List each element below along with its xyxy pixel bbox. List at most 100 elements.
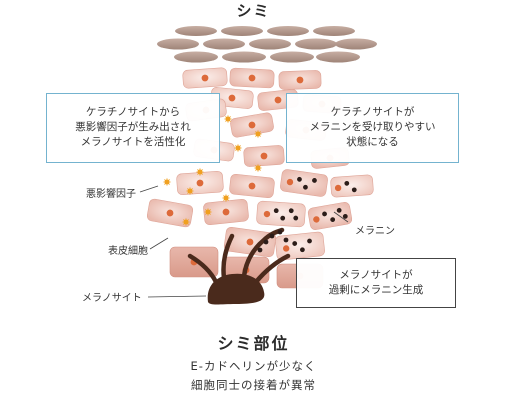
- caption-line-1: E-カドヘリンが少なく: [190, 359, 317, 373]
- flat-cell: [175, 26, 217, 36]
- harmful-factor-icon: [195, 167, 205, 177]
- epidermal-cell: [229, 173, 275, 199]
- epidermal-cell: [330, 174, 374, 198]
- callout-line: 過剰にメラニン生成: [328, 284, 424, 296]
- melanin-granule: [322, 211, 327, 217]
- epidermal-cell: [223, 226, 277, 258]
- melanin-granule: [257, 247, 263, 253]
- harmful-factor-icon: [162, 177, 172, 187]
- flat-cell: [222, 51, 266, 63]
- callout-melanin-overproduction: メラノサイトが 過剰にメラニン生成: [296, 258, 456, 308]
- cell-nucleus: [246, 238, 254, 246]
- leader-line: [147, 295, 207, 298]
- harmful-factor-icon: [223, 114, 233, 124]
- flat-cell: [249, 38, 291, 50]
- harmful-factor-icon: [221, 193, 231, 203]
- melanin-granule: [297, 176, 302, 182]
- melanin-granule: [342, 213, 348, 219]
- cell-nucleus: [248, 121, 256, 129]
- callout-line: ケラチノサイトが: [330, 106, 415, 118]
- epidermal-cell: [278, 70, 322, 90]
- cell-body: [280, 169, 328, 197]
- epidermal-cell: [275, 231, 325, 261]
- cell-nucleus: [166, 209, 174, 217]
- callout-keratinocyte-activation: ケラチノサイトから 悪影響因子が生み出され メラノサイトを活性化: [46, 93, 220, 163]
- cell-nucleus: [282, 245, 290, 252]
- label-epidermal-cell: 表皮細胞: [108, 246, 148, 257]
- epidermal-cell: [307, 202, 353, 230]
- melanin-granule: [344, 180, 350, 186]
- harmful-factor-icon: [253, 129, 263, 139]
- flat-cell: [270, 51, 314, 63]
- flat-cell: [295, 38, 337, 50]
- harmful-factor-icon: [181, 217, 191, 227]
- harmful-factor-icon: [185, 186, 195, 196]
- flat-cell: [174, 51, 218, 63]
- epidermal-cell: [230, 112, 274, 138]
- melanocyte-dendrite: [221, 233, 235, 281]
- harmful-factor-icon: [233, 143, 243, 153]
- melanin-granule: [312, 178, 317, 183]
- label-melanin: メラニン: [355, 226, 395, 237]
- flat-cell: [335, 38, 377, 50]
- melanin-granule: [269, 233, 275, 239]
- epidermal-cell: [280, 169, 328, 197]
- diagram-title: シミ: [236, 2, 271, 20]
- flat-cell: [221, 26, 263, 36]
- melanocyte-dendrite: [253, 253, 291, 285]
- melanocyte-dendrite: [241, 227, 285, 279]
- melanin-granule: [273, 208, 279, 214]
- caption-line-2: 細胞同士の接着が異常: [191, 378, 316, 392]
- melanin-granule: [303, 184, 308, 190]
- flat-cell: [267, 26, 309, 36]
- cell-nucleus: [274, 96, 282, 104]
- cell-nucleus: [334, 184, 342, 192]
- cell-nucleus: [248, 182, 256, 190]
- melanin-granule: [263, 239, 269, 245]
- melanin-granule: [336, 207, 342, 213]
- melanocyte-layer: [187, 227, 291, 305]
- cell-body: [275, 231, 325, 261]
- label-melanocyte: メラノサイト: [82, 293, 142, 304]
- cell-nucleus: [313, 216, 320, 223]
- melanin-granule: [277, 229, 283, 235]
- callout-line: ケラチノサイトから: [85, 106, 181, 118]
- cell-nucleus: [222, 208, 230, 216]
- flat-cell: [316, 51, 360, 63]
- callout-line: 悪影響因子が生み出され: [75, 121, 191, 133]
- melanin-granule: [300, 247, 305, 253]
- cell-body: [330, 174, 374, 198]
- cell-nucleus: [201, 74, 209, 82]
- cell-nucleus: [263, 210, 271, 218]
- epidermal-cell: [203, 198, 249, 226]
- flat-cell: [313, 26, 355, 36]
- melanocyte-body: [207, 273, 265, 305]
- stratum-corneum-layer: [157, 26, 377, 63]
- label-harmful-factor: 悪影響因子: [86, 189, 136, 200]
- leader-line: [333, 211, 349, 223]
- callout-line: メラノサイトを活性化: [80, 136, 186, 148]
- cell-nucleus: [286, 178, 294, 186]
- melanin-granule: [292, 241, 298, 246]
- callout-line: 状態になる: [346, 136, 399, 148]
- cell-body: [256, 200, 306, 228]
- epidermal-cell: [182, 67, 228, 89]
- melanin-granule: [307, 238, 312, 244]
- melanin-granule: [288, 208, 294, 214]
- callout-melanin-receptive: ケラチノサイトが メラニンを受け取りやすい 状態になる: [286, 93, 459, 163]
- callout-line: メラニンを受け取りやすい: [309, 121, 436, 133]
- epidermal-cell: [243, 145, 285, 167]
- leader-line: [139, 185, 159, 193]
- epidermal-cell: [229, 67, 275, 89]
- melanin-granule: [351, 187, 357, 193]
- cell-nucleus: [260, 152, 268, 160]
- epidermal-cell: [146, 198, 194, 228]
- leader-lines: [139, 185, 349, 298]
- melanocyte-dendrite: [187, 253, 219, 285]
- cell-nucleus: [228, 94, 236, 102]
- harmful-factor-icon: [203, 207, 213, 217]
- harmful-factor-layer: [162, 114, 263, 227]
- epidermal-cell: [256, 200, 306, 228]
- caption-title: シミ部位: [217, 334, 290, 353]
